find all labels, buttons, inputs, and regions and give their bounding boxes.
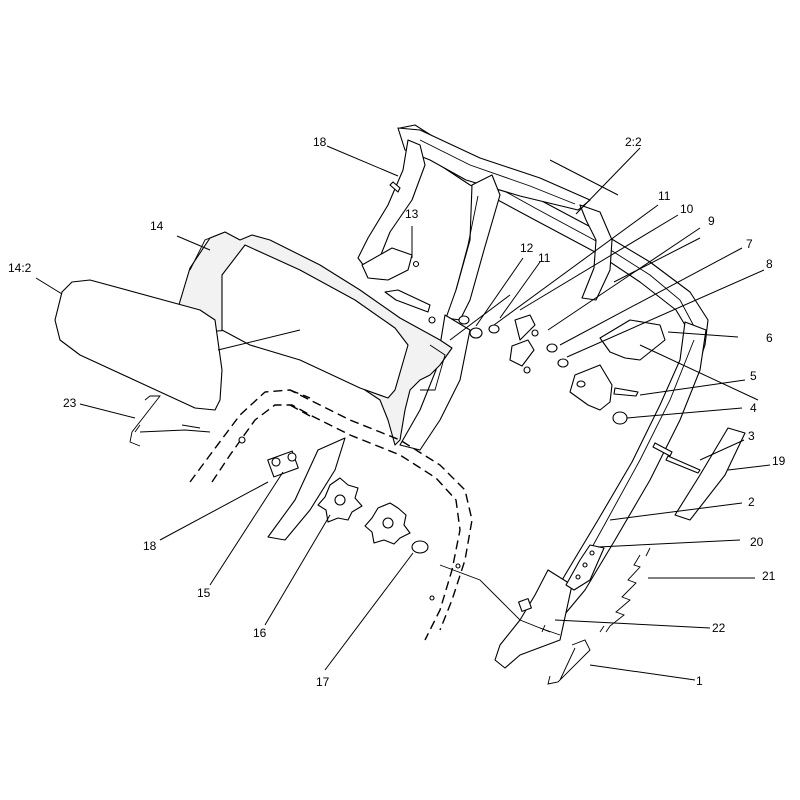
bolt-3 [652, 442, 673, 457]
callout-4: 4 [750, 401, 757, 415]
callout-labels: 18 2:2 13 14 14:2 11 10 9 12 11 7 8 6 5 … [8, 135, 786, 689]
latch-hole [575, 574, 581, 580]
callout-17: 17 [316, 675, 330, 689]
handle-end-plate [494, 569, 573, 669]
screw-9 [531, 329, 539, 337]
leader-lines [35, 145, 771, 681]
callout-6: 6 [766, 331, 773, 345]
screw-13 [412, 260, 420, 268]
washer-8 [557, 358, 569, 368]
upper-handle-left-leg [399, 314, 471, 451]
callout-7: 7 [746, 237, 753, 251]
upper-handle-assembly [397, 124, 709, 451]
nut-12 [469, 327, 483, 339]
lower-loop-handle-outline [189, 389, 473, 631]
callout-1: 1 [696, 674, 703, 688]
callout-11-lower: 11 [538, 251, 551, 265]
bracket-strut-right [579, 204, 613, 301]
callout-18-lower: 18 [143, 539, 157, 553]
bolt-3-shaft [665, 455, 701, 474]
callout-22: 22 [712, 621, 726, 635]
spring-21 [605, 554, 641, 633]
plate-10 [514, 314, 536, 341]
mount-bracket-6-flange [569, 364, 613, 411]
mount-slot [518, 598, 532, 612]
callout-5: 5 [750, 369, 757, 383]
strut-18-lower [267, 437, 346, 541]
pin [429, 595, 435, 601]
washer-17 [411, 540, 429, 554]
callout-15: 15 [197, 586, 211, 600]
callout-13: 13 [405, 207, 419, 221]
washer [458, 315, 470, 325]
strut-18-upper [357, 139, 426, 267]
nut-11 [488, 324, 500, 334]
callout-10: 10 [680, 202, 694, 216]
bracket-13 [361, 247, 413, 281]
clip-23 [129, 395, 211, 447]
clip-1 [547, 639, 591, 685]
callout-2: 2 [748, 495, 755, 509]
pin [455, 563, 461, 569]
grip-sleeve-19 [674, 427, 746, 521]
plate-9 [509, 339, 535, 367]
callout-18-upper: 18 [313, 135, 327, 149]
callout-19: 19 [772, 454, 786, 468]
bracket-strut-left [445, 174, 501, 321]
bolt [384, 289, 431, 313]
callout-23: 23 [63, 396, 77, 410]
rear-shield-14 [174, 231, 453, 446]
callout-8: 8 [766, 257, 773, 271]
callout-21: 21 [762, 569, 776, 583]
callout-16: 16 [253, 626, 267, 640]
rear-flap-14-2 [54, 279, 223, 411]
callout-9: 9 [708, 214, 715, 228]
bolt-5 [613, 387, 639, 397]
knob-4 [612, 411, 628, 425]
strut-18-foot [389, 181, 401, 193]
latch-hole [589, 550, 595, 556]
shield-opening [221, 244, 409, 399]
pin-22 [539, 624, 561, 636]
mount-bracket-6 [599, 319, 666, 361]
washer [576, 380, 586, 388]
callout-20: 20 [750, 535, 764, 549]
screw [523, 366, 531, 374]
pin [238, 436, 246, 444]
callout-3: 3 [748, 429, 755, 443]
callout-12: 12 [520, 241, 534, 255]
callout-14-2: 14:2 [8, 261, 32, 275]
hardware [238, 260, 701, 601]
nut-7 [546, 343, 558, 353]
callout-2-2: 2:2 [625, 135, 642, 149]
nut [428, 316, 436, 324]
pivot-bushing-15 [267, 450, 299, 478]
latch-hole [582, 562, 588, 568]
lower-handle-tube [544, 321, 707, 621]
callout-14: 14 [150, 219, 164, 233]
callout-11-upper: 11 [658, 189, 671, 203]
